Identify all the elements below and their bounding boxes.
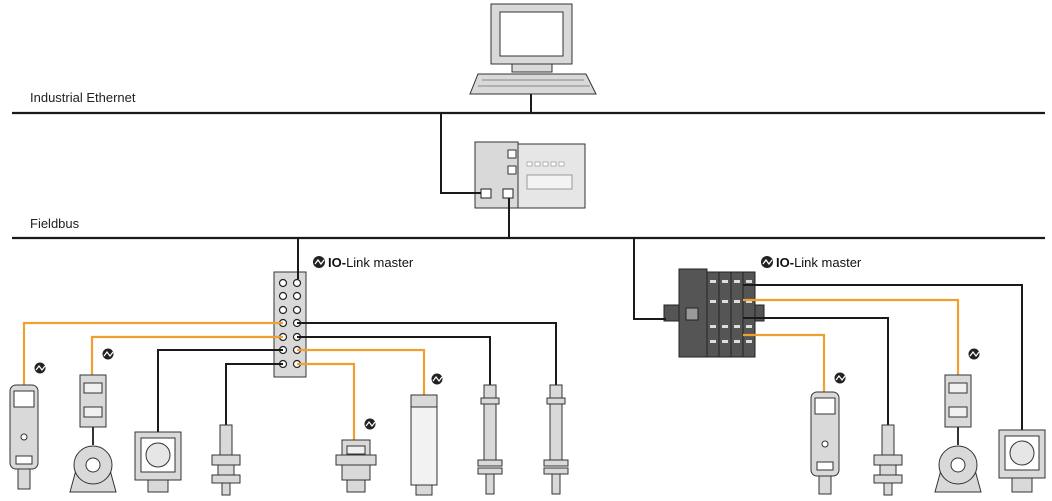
wire-m2-a xyxy=(743,284,1023,430)
plc-to-ethernet-wire xyxy=(440,113,481,194)
optical-sensor-icon xyxy=(9,384,39,490)
plc-icon xyxy=(474,141,586,209)
industrial-ethernet-label: Industrial Ethernet xyxy=(30,90,136,105)
encoder-icon xyxy=(69,445,117,493)
wire-m1-c xyxy=(157,349,283,432)
cylindrical-sensor-icon xyxy=(410,394,438,496)
io-link-master-1-label: IO-Link master xyxy=(328,255,414,270)
proximity-sensor-icon xyxy=(211,424,241,496)
io-link-logo-icon xyxy=(102,348,114,360)
io-link-wire-m2-b xyxy=(743,298,960,375)
io-link-logo-icon xyxy=(34,362,46,374)
io-link-wire-m1-e xyxy=(297,362,356,440)
io-link-wire-m1-a xyxy=(22,321,283,385)
io-link-logo-icon xyxy=(431,373,443,385)
io-link-master-2-label: IO-Link master xyxy=(776,255,862,270)
encoder-icon xyxy=(934,445,982,493)
io-link-master-2: IO-Link master xyxy=(663,255,862,358)
proximity-sensor-icon xyxy=(477,384,503,495)
io-link-logo-icon xyxy=(313,256,325,268)
fieldbus-label: Fieldbus xyxy=(30,216,80,231)
master2-to-fieldbus-wire xyxy=(633,238,666,320)
wire-m1-h xyxy=(297,322,557,385)
wire-m2-c xyxy=(743,317,889,425)
io-link-logo-icon xyxy=(761,256,773,268)
optical-sensor-icon xyxy=(810,391,840,495)
io-link-wire-m1-f xyxy=(297,348,426,395)
io-link-wire-m1-b xyxy=(90,335,283,375)
computer-icon xyxy=(469,3,597,95)
io-link-master-1: IO-Link master xyxy=(273,255,414,378)
proximity-sensor-icon xyxy=(543,384,569,495)
camera-icon xyxy=(998,429,1046,493)
wire-m1-g xyxy=(297,336,491,385)
wire-m1-d xyxy=(225,363,283,425)
sensor-icon xyxy=(944,374,972,445)
io-link-logo-icon xyxy=(834,372,846,384)
proximity-sensor-icon xyxy=(873,424,903,496)
camera-icon xyxy=(134,431,182,493)
sensor-icon xyxy=(335,439,377,493)
io-link-wire-m2-d xyxy=(743,333,826,392)
sensor-icon xyxy=(79,374,107,445)
io-link-logo-icon xyxy=(968,348,980,360)
io-link-logo-icon xyxy=(364,418,376,430)
